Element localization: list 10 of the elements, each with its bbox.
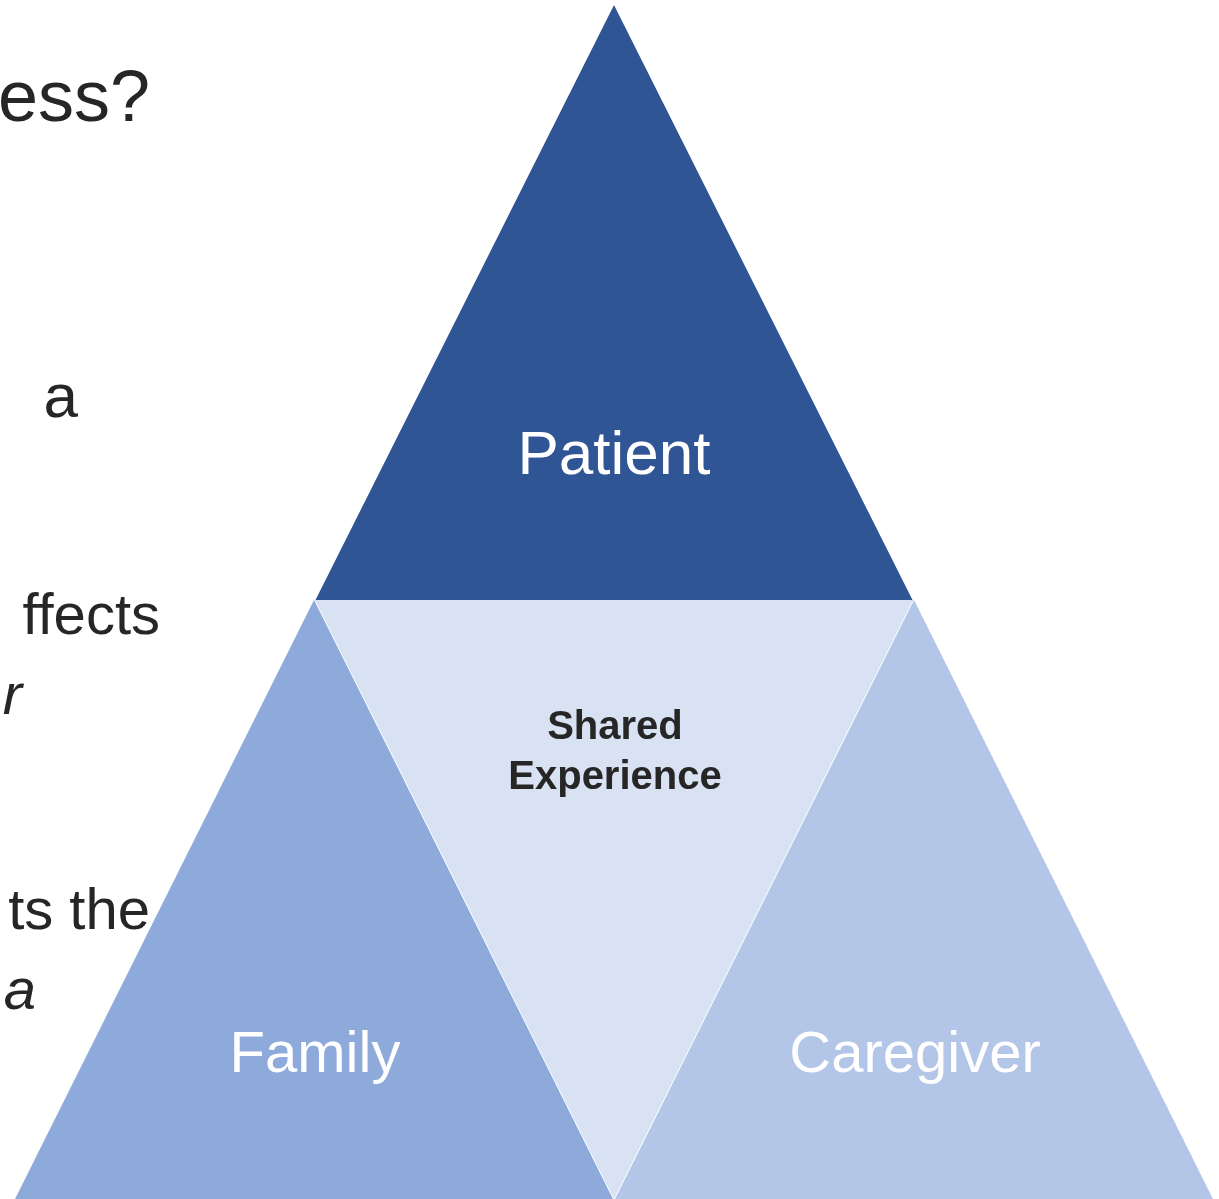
node-label: Patient [516, 417, 712, 490]
text-fragment: r [2, 660, 22, 727]
text-fragment: a [43, 360, 78, 431]
text-fragment: a [3, 955, 36, 1022]
text-fragment: ts the [8, 875, 150, 942]
node-label: Caregiver [788, 1017, 1042, 1086]
node-label: Shared Experience [507, 702, 723, 799]
text-fragment: ess? [0, 55, 150, 137]
text-fragment: ffects [22, 580, 160, 647]
node-label: Family [228, 1017, 402, 1086]
